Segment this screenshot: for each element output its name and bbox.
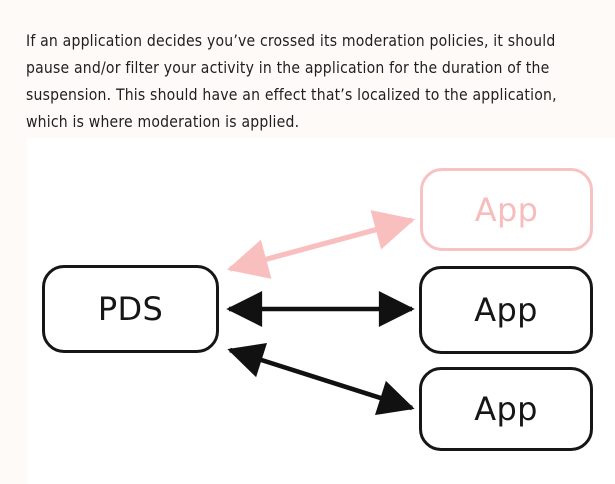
diagram-card: faded App (top, diagonal, pink) --> App … — [27, 138, 615, 484]
node-app-bottom-label: App — [474, 390, 538, 428]
node-app-bottom[interactable]: App — [419, 367, 593, 451]
edge-pds-app-bot — [227, 342, 415, 416]
diagram-arrows: faded App (top, diagonal, pink) --> App … — [226, 210, 416, 416]
node-pds-label: PDS — [97, 290, 164, 328]
node-app-middle-label: App — [474, 291, 538, 329]
node-app-suspended-label: App — [474, 190, 539, 229]
node-app-middle[interactable]: App — [419, 266, 593, 354]
body-paragraph: If an application decides you’ve crossed… — [26, 31, 557, 131]
node-pds[interactable]: PDS — [42, 265, 219, 353]
edge-pds-app-top — [226, 210, 416, 279]
node-app-suspended[interactable]: App — [420, 168, 593, 251]
